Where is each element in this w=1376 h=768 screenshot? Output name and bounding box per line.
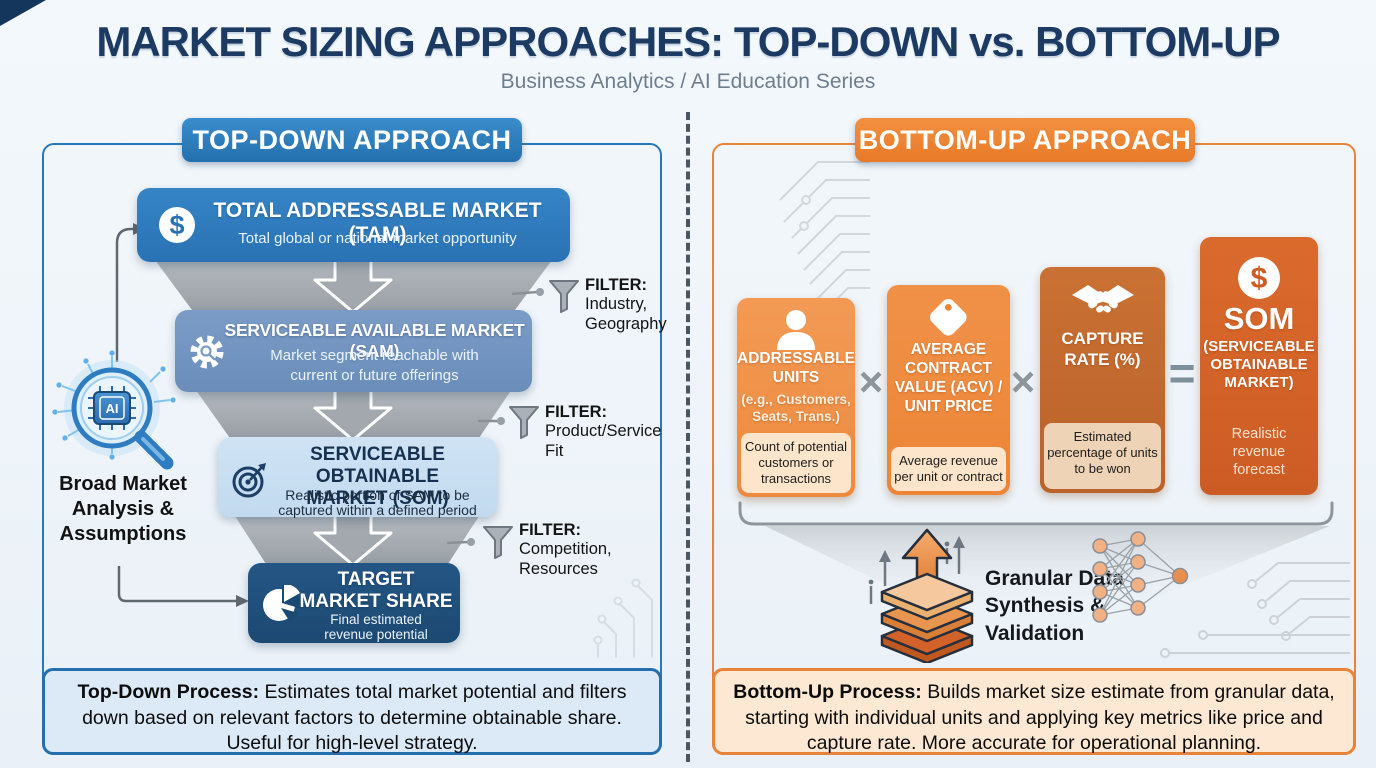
dollar-icon: $: [1238, 257, 1280, 299]
filter-funnel-icon: [483, 526, 513, 559]
addressable-units-block: ADDRESSABLE UNITS (e.g., Customers, Seat…: [737, 298, 855, 497]
som-block: SERVICEABLE OBTAINABLE MARKET (SOM) Real…: [218, 437, 497, 519]
filter-1: FILTER: Industry, Geography: [585, 276, 667, 334]
pie-chart-icon: [263, 585, 300, 622]
som-subtitle: Realistic portion of SAM to be captured …: [278, 487, 477, 519]
ai-magnifier-icon: AI: [52, 350, 176, 470]
data-layers-icon: [868, 528, 974, 663]
funnel-graphics: [115, 223, 555, 607]
capture-rate-footer: Estimated percentage of units to be won: [1044, 423, 1161, 489]
filter-connector: [446, 288, 544, 546]
acv-block: AVERAGE CONTRACT VALUE (ACV) / UNIT PRIC…: [887, 285, 1010, 495]
svg-text:$: $: [169, 210, 184, 240]
center-divider: [686, 112, 690, 762]
dollar-icon: $: [159, 207, 195, 243]
tam-block: $ TOTAL ADDRESSABLE MARKET (TAM) Total g…: [137, 188, 570, 262]
addressable-units-title: ADDRESSABLE UNITS: [737, 350, 855, 386]
filter-3: FILTER: Competition, Resources: [519, 521, 612, 579]
tam-subtitle: Total global or national market opportun…: [238, 230, 517, 247]
top-down-header: TOP-DOWN APPROACH: [182, 118, 522, 162]
multiply-operator: ×: [1010, 358, 1036, 405]
bottom-up-process-text: Builds market size estimate from granula…: [745, 681, 1335, 755]
acv-footer: Average revenue per unit or contract: [891, 447, 1006, 491]
circuit-decoration: [779, 161, 870, 315]
person-icon: [777, 310, 815, 350]
top-down-process-text: Estimates total market potential and fil…: [82, 681, 627, 755]
equals-operator: =: [1168, 347, 1196, 399]
top-down-process-lead: Top-Down Process:: [77, 681, 260, 703]
som-result-footer: Realistic revenue forecast: [1231, 425, 1287, 478]
filter-2: FILTER: Product/Service Fit: [545, 403, 661, 461]
som-title: SERVICEABLE OBTAINABLE MARKET (SOM): [306, 444, 449, 509]
handshake-icon: [1071, 285, 1134, 313]
circuit-decoration: [593, 578, 653, 658]
filter-2-label: FILTER:: [545, 403, 608, 421]
sam-title: SERVICEABLE AVAILABLE MARKET (SAM): [224, 320, 525, 361]
corner-decoration: [0, 0, 46, 26]
acv-title: AVERAGE CONTRACT VALUE (ACV) / UNIT PRIC…: [894, 341, 1003, 415]
page-title: MARKET SIZING APPROACHES: TOP-DOWN vs. B…: [96, 18, 1280, 65]
som-result-subtitle: (SERVICEABLE OBTAINABLE MARKET): [1203, 337, 1315, 392]
growth-arrow-icon: [868, 536, 965, 604]
target-icon: [232, 463, 266, 498]
bottom-up-process-lead: Bottom-Up Process:: [733, 681, 922, 703]
circuit-decoration: [1160, 562, 1350, 658]
filter-1-label: FILTER:: [585, 276, 648, 294]
filter-funnel-icon: [509, 406, 539, 439]
filter-3-detail: Competition, Resources: [519, 540, 612, 578]
som-result-title: SOM: [1223, 301, 1295, 336]
broad-analysis-label: Broad Market Analysis & Assumptions: [59, 473, 187, 545]
price-tag-icon: [929, 298, 967, 336]
filter-3-label: FILTER:: [519, 521, 582, 539]
target-share-title: TARGET MARKET SHARE: [299, 569, 453, 612]
addressable-units-subtitle: (e.g., Customers, Seats, Trans.): [741, 391, 851, 424]
target-share-subtitle: Final estimated revenue potential: [324, 612, 428, 642]
neural-network-icon: [1092, 531, 1189, 623]
addressable-units-footer: Count of potential customers or transact…: [741, 433, 851, 493]
top-down-process-box: Top-Down Process: Estimates total market…: [42, 668, 662, 755]
svg-text:$: $: [1251, 262, 1268, 295]
sam-block: SERVICEABLE AVAILABLE MARKET (SAM) Marke…: [175, 310, 532, 392]
filter-funnel-icon: [549, 280, 579, 313]
bottom-up-process-box: Bottom-Up Process: Builds market size es…: [712, 668, 1356, 755]
page-subtitle: Business Analytics / AI Education Series: [500, 70, 876, 93]
filter-1-detail: Industry, Geography: [585, 295, 667, 333]
capture-rate-title: CAPTURE RATE (%): [1061, 329, 1144, 369]
svg-text:AI: AI: [106, 401, 119, 416]
som-result-block: $ SOM (SERVICEABLE OBTAINABLE MARKET) Re…: [1200, 237, 1318, 495]
target-share-block: TARGET MARKET SHARE Final estimated reve…: [248, 563, 460, 643]
tam-title: TOTAL ADDRESSABLE MARKET (TAM): [213, 199, 542, 246]
bottom-up-header: BOTTOM-UP APPROACH: [855, 118, 1195, 162]
sam-subtitle: Market segment reachable with current or…: [270, 347, 479, 384]
gear-icon: [190, 335, 224, 369]
capture-rate-block: CAPTURE RATE (%) Estimated percentage of…: [1040, 267, 1165, 493]
synthesis-label: Granular Data Synthesis & Validation: [985, 567, 1124, 645]
filter-2-detail: Product/Service Fit: [545, 422, 662, 460]
multiply-operator: ×: [858, 358, 884, 405]
